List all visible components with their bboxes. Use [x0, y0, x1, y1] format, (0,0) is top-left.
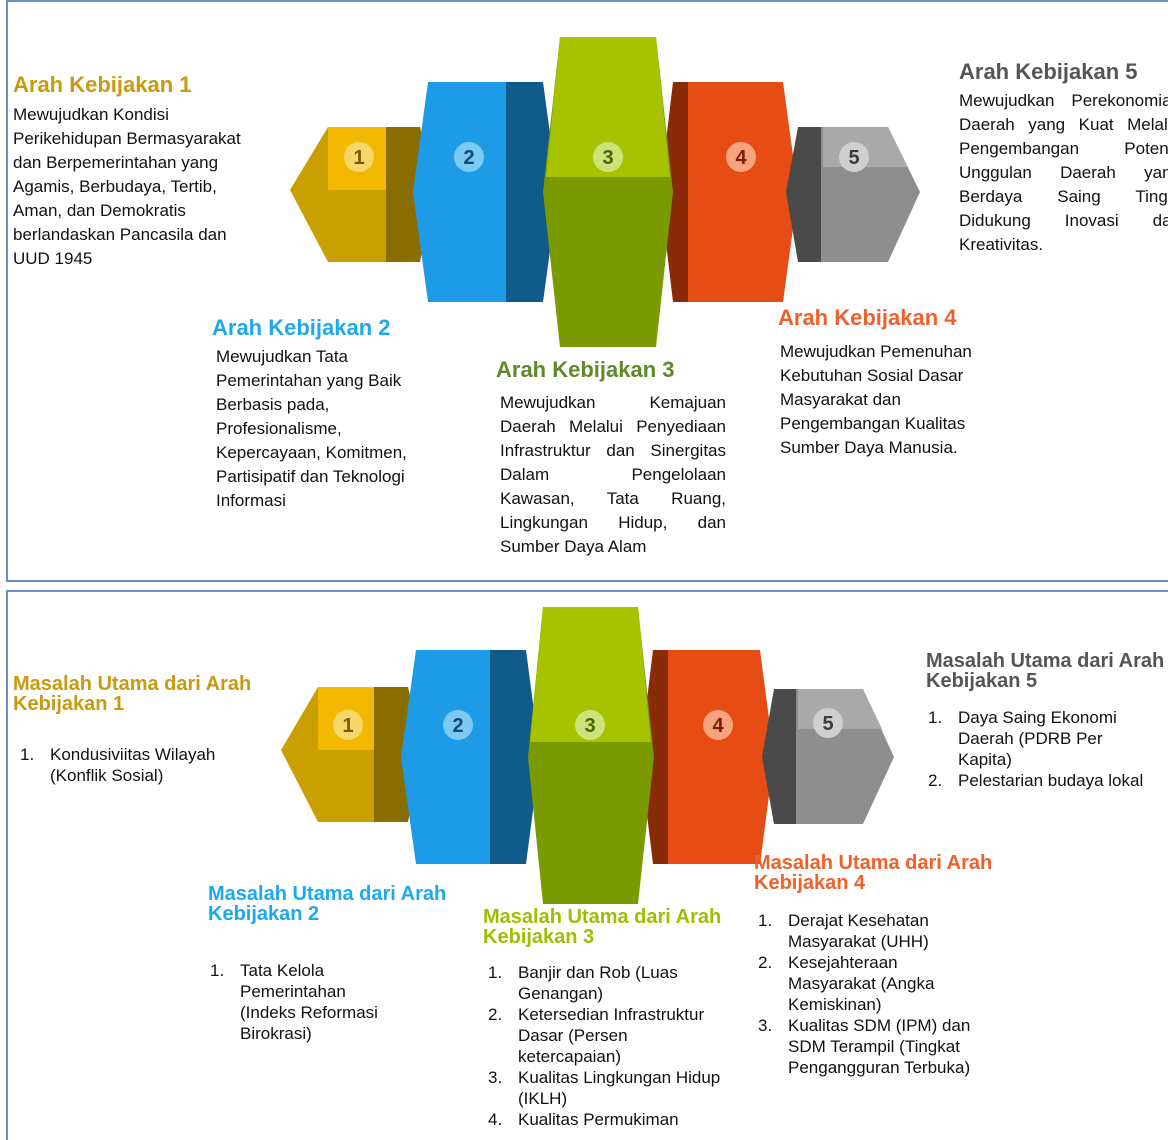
- problem-4-list: 1.Derajat Kesehatan Masyarakat (UHH) 2.K…: [752, 910, 982, 1078]
- problem-2-title: Masalah Utama dari Arah Kebijakan 2: [208, 883, 447, 925]
- block-5: 5: [786, 127, 920, 262]
- block-1-badge: [333, 710, 363, 740]
- block-3-badge: [593, 142, 623, 172]
- block-4-number: 4: [735, 147, 747, 169]
- block-5-number: 5: [848, 147, 859, 169]
- policy-5-text: Mewujudkan Perekonomian Daerah yang Kuat…: [959, 91, 1168, 254]
- policy-direction-panel: 1 2 4 5 3 Arah: [6, 0, 1168, 582]
- block-3: 3: [543, 37, 673, 347]
- block-1-badge: [344, 142, 374, 172]
- block-5: 5: [762, 689, 894, 824]
- block-2: 2: [401, 650, 540, 864]
- main-problems-panel: 1 2 4 5 3 Masa: [6, 590, 1168, 1140]
- policy-2-title: Arah Kebijakan 2: [212, 315, 391, 340]
- block-3-number: 3: [602, 147, 613, 169]
- block-2-badge: [454, 142, 484, 172]
- list-item: 4.Kualitas Permukiman: [488, 1110, 679, 1129]
- list-item: 1.Daya Saing Ekonomi Daerah (PDRB Per Ka…: [928, 708, 1117, 769]
- list-item: 1.Kondusiviitas Wilayah (Konflik Sosial): [20, 745, 216, 785]
- block-4-number: 4: [712, 715, 724, 737]
- block-1-number: 1: [342, 715, 353, 737]
- policy-1-text: Mewujudkan Kondisi Perikehidupan Bermasy…: [13, 105, 241, 268]
- block-3-number: 3: [584, 715, 595, 737]
- problem-1-list: 1.Kondusiviitas Wilayah (Konflik Sosial): [14, 744, 254, 786]
- problem-blocks-diagram: 1 2 4 5 3: [281, 607, 894, 904]
- block-4: 4: [660, 82, 798, 302]
- list-item: 2.Pelestarian budaya lokal: [928, 771, 1144, 790]
- policy-blocks-diagram: 1 2 4 5 3: [290, 37, 920, 347]
- problem-5-list: 1.Daya Saing Ekonomi Daerah (PDRB Per Ka…: [922, 707, 1152, 791]
- policy-2-text: Mewujudkan Tata Pemerintahan yang Baik B…: [216, 347, 407, 510]
- problem-5-title: Masalah Utama dari Arah Kebijakan 5: [926, 650, 1165, 692]
- policy-4-title: Arah Kebijakan 4: [778, 305, 957, 330]
- block-4-badge: [726, 142, 756, 172]
- problem-3-list: 1.Banjir dan Rob (Luas Genangan) 2.Keter…: [482, 962, 732, 1130]
- block-2: 2: [413, 82, 558, 302]
- list-item: 1.Derajat Kesehatan Masyarakat (UHH): [758, 911, 929, 951]
- policy-3-text: Mewujudkan Kemajuan Daerah Melalui Penye…: [500, 393, 726, 556]
- block-1-number: 1: [353, 147, 364, 169]
- block-4: 4: [640, 650, 774, 864]
- block-3: 3: [528, 607, 654, 904]
- block-2-number: 2: [452, 715, 463, 737]
- problem-2-list: 1.Tata Kelola Pemerintahan (Indeks Refor…: [204, 960, 404, 1044]
- block-1: 1: [281, 687, 422, 822]
- list-item: 2.Kesejahteraan Masyarakat (Angka Kemisk…: [758, 953, 935, 1014]
- list-item: 2.Ketersedian Infrastruktur Dasar (Perse…: [488, 1005, 705, 1066]
- block-5-badge: [813, 708, 843, 738]
- policy-4-text: Mewujudkan Pemenuhan Kebutuhan Sosial Da…: [780, 342, 972, 457]
- block-3-badge: [575, 710, 605, 740]
- block-5-number: 5: [822, 713, 833, 735]
- policy-3-title: Arah Kebijakan 3: [496, 357, 675, 382]
- problem-4-title: Masalah Utama dari Arah Kebijakan 4: [754, 852, 993, 894]
- block-2-badge: [443, 710, 473, 740]
- list-item: 1.Banjir dan Rob (Luas Genangan): [488, 963, 678, 1003]
- list-item: 3.Kualitas Lingkungan Hidup (IKLH): [488, 1068, 721, 1108]
- block-4-badge: [703, 710, 733, 740]
- problem-3-title: Masalah Utama dari Arah Kebijakan 3: [483, 906, 722, 948]
- problem-1-title: Masalah Utama dari Arah Kebijakan 1: [13, 673, 252, 715]
- block-2-number: 2: [463, 147, 474, 169]
- block-5-badge: [839, 142, 869, 172]
- policy-5-title: Arah Kebijakan 5: [959, 59, 1138, 84]
- list-item: 3.Kualitas SDM (IPM) dan SDM Terampil (T…: [758, 1016, 971, 1077]
- block-1: 1: [290, 127, 434, 262]
- policy-1-title: Arah Kebijakan 1: [13, 72, 192, 97]
- list-item: 1.Tata Kelola Pemerintahan (Indeks Refor…: [210, 961, 378, 1043]
